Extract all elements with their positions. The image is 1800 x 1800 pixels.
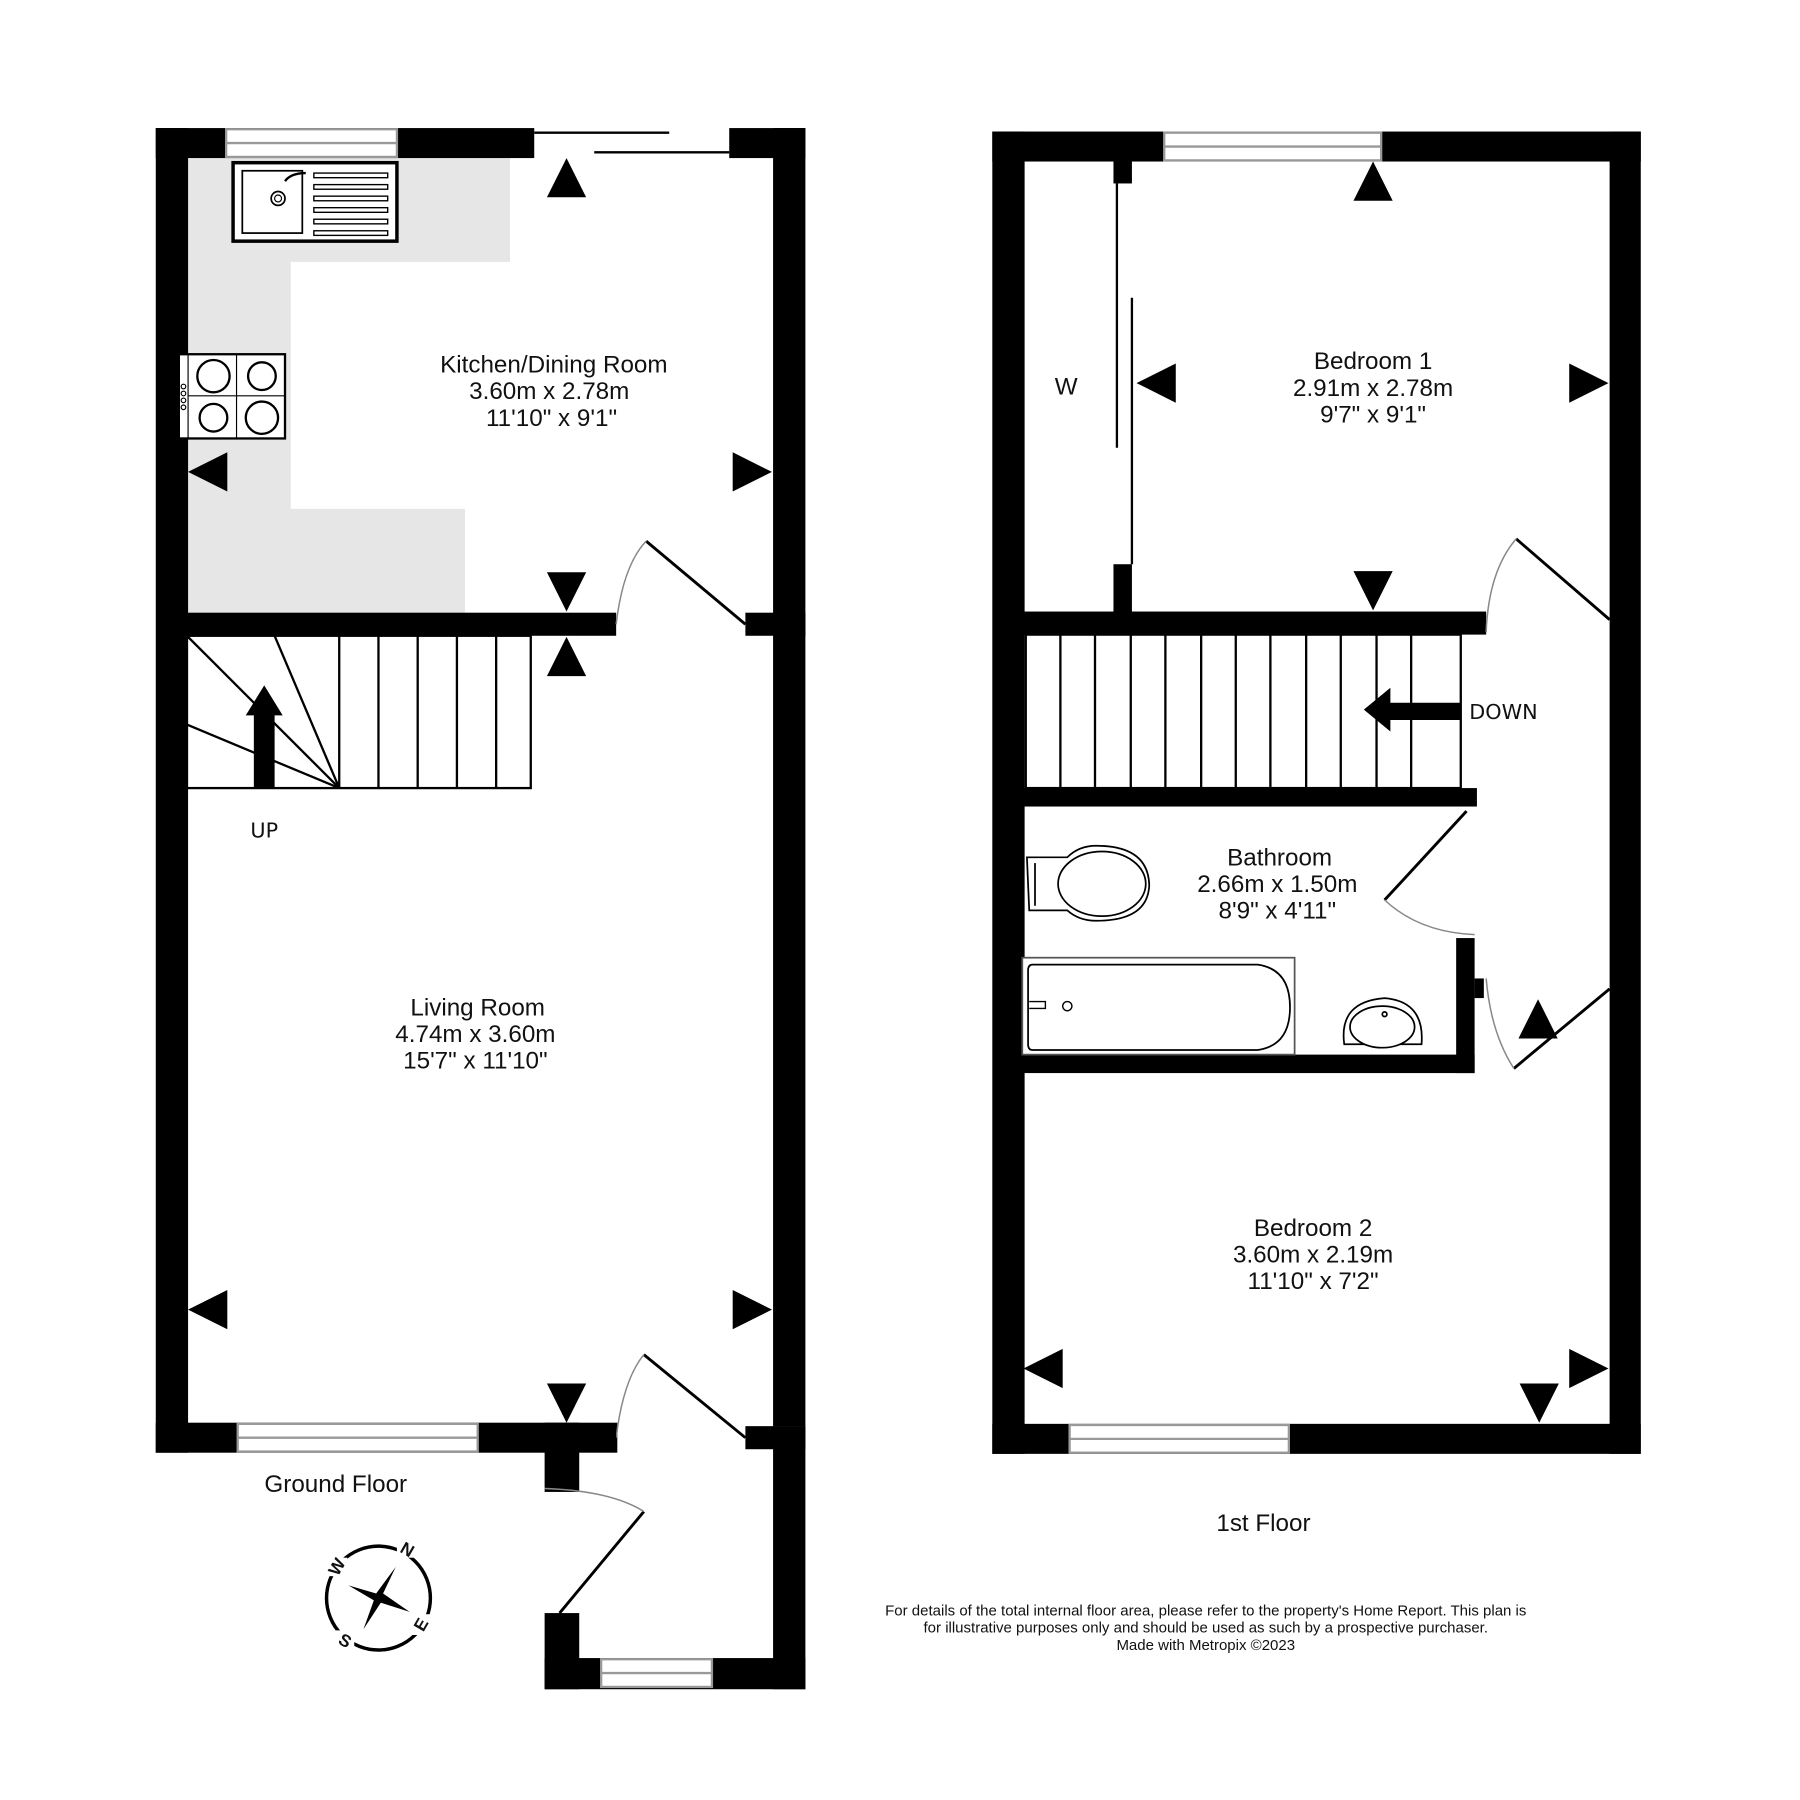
room-label-living-room: Living Room 4.74m x 3.60m 15'7" x 11'10" — [395, 994, 555, 1074]
toilet — [1026, 844, 1151, 922]
svg-text:Bedroom 2: Bedroom 2 — [1254, 1215, 1372, 1242]
wall — [1456, 938, 1475, 1074]
wall — [992, 131, 1025, 1454]
svg-text:3.60m x 2.78m: 3.60m x 2.78m — [469, 378, 629, 405]
svg-text:Made with Metropix ©2023: Made with Metropix ©2023 — [1116, 1637, 1295, 1654]
bathtub — [1021, 956, 1296, 1056]
up-arrow-icon — [245, 685, 283, 789]
first-floor-label: 1st Floor — [1216, 1510, 1310, 1537]
wall — [1609, 131, 1641, 1454]
down-arrow-icon — [1363, 687, 1461, 732]
wall — [773, 1426, 806, 1690]
kitchen-counter — [184, 158, 510, 613]
wall — [773, 128, 806, 636]
svg-text:15'7" x 11'10": 15'7" x 11'10" — [403, 1047, 548, 1074]
stairs-up-label: UP — [250, 819, 278, 843]
room-label-bedroom-1: Bedroom 1 2.91m x 2.78m 9'7" x 9'1" — [1293, 348, 1453, 428]
dimension-arrows — [1023, 161, 1609, 1423]
ground-floor-label: Ground Floor — [264, 1471, 407, 1498]
svg-text:2.66m x 1.50m: 2.66m x 1.50m — [1197, 871, 1357, 898]
svg-text:4.74m x 3.60m: 4.74m x 3.60m — [395, 1021, 555, 1048]
door — [615, 1353, 747, 1439]
svg-text:Bedroom 1: Bedroom 1 — [1314, 348, 1432, 375]
wall — [563, 1428, 617, 1450]
wall — [1022, 1054, 1475, 1074]
svg-text:11'10" x 9'1": 11'10" x 9'1" — [486, 405, 617, 432]
window — [236, 1422, 479, 1453]
wall — [1113, 564, 1132, 615]
wall — [155, 128, 189, 1453]
door — [1485, 537, 1611, 633]
ground-floor-plan: UP Kitchen/Dining Room — [155, 128, 806, 1690]
window — [1163, 131, 1383, 162]
sliding-door — [534, 131, 730, 154]
svg-text:2.91m x 2.78m: 2.91m x 2.78m — [1293, 375, 1453, 402]
staircase-up — [185, 634, 532, 790]
sink — [231, 160, 399, 243]
wall — [773, 612, 806, 1427]
basin — [1342, 997, 1423, 1049]
svg-text:Living Room: Living Room — [410, 994, 545, 1021]
door — [1485, 978, 1611, 1070]
svg-text:Kitchen/Dining Room: Kitchen/Dining Room — [440, 352, 668, 379]
window — [224, 128, 399, 159]
door — [615, 540, 747, 626]
svg-text:For details of the total inter: For details of the total internal floor … — [885, 1602, 1526, 1619]
svg-text:for illustrative purposes only: for illustrative purposes only and shoul… — [924, 1620, 1489, 1637]
first-floor-plan: W DOWN — [992, 131, 1641, 1537]
compass-icon: N W S E — [324, 1538, 433, 1652]
hob — [177, 353, 287, 440]
wardrobe-doors — [1115, 183, 1134, 565]
disclaimer: For details of the total internal floor … — [885, 1602, 1526, 1654]
svg-text:3.60m x 2.19m: 3.60m x 2.19m — [1233, 1241, 1393, 1268]
svg-text:9'7" x 9'1": 9'7" x 9'1" — [1320, 401, 1426, 428]
door — [1383, 810, 1475, 936]
room-label-bathroom: Bathroom 2.66m x 1.50m 8'9" x 4'11" — [1197, 844, 1357, 924]
wall — [184, 612, 617, 636]
wardrobe-label: W — [1055, 374, 1078, 401]
svg-text:11'10" x 7'2": 11'10" x 7'2" — [1248, 1268, 1379, 1295]
svg-text:Bathroom: Bathroom — [1227, 844, 1332, 871]
wall — [1022, 611, 1487, 635]
window — [1068, 1423, 1290, 1454]
room-label-kitchen-dining: Kitchen/Dining Room 3.60m x 2.78m 11'10"… — [440, 352, 668, 432]
dimension-arrows — [188, 158, 772, 1423]
window — [599, 1658, 714, 1689]
room-label-bedroom-2: Bedroom 2 3.60m x 2.19m 11'10" x 7'2" — [1233, 1215, 1393, 1295]
wall — [1474, 978, 1484, 999]
stairs-down-label: DOWN — [1469, 700, 1537, 724]
svg-text:8'9" x 4'11": 8'9" x 4'11" — [1219, 897, 1337, 924]
door — [544, 1487, 645, 1614]
wall — [1113, 158, 1132, 184]
wall — [1022, 788, 1477, 807]
